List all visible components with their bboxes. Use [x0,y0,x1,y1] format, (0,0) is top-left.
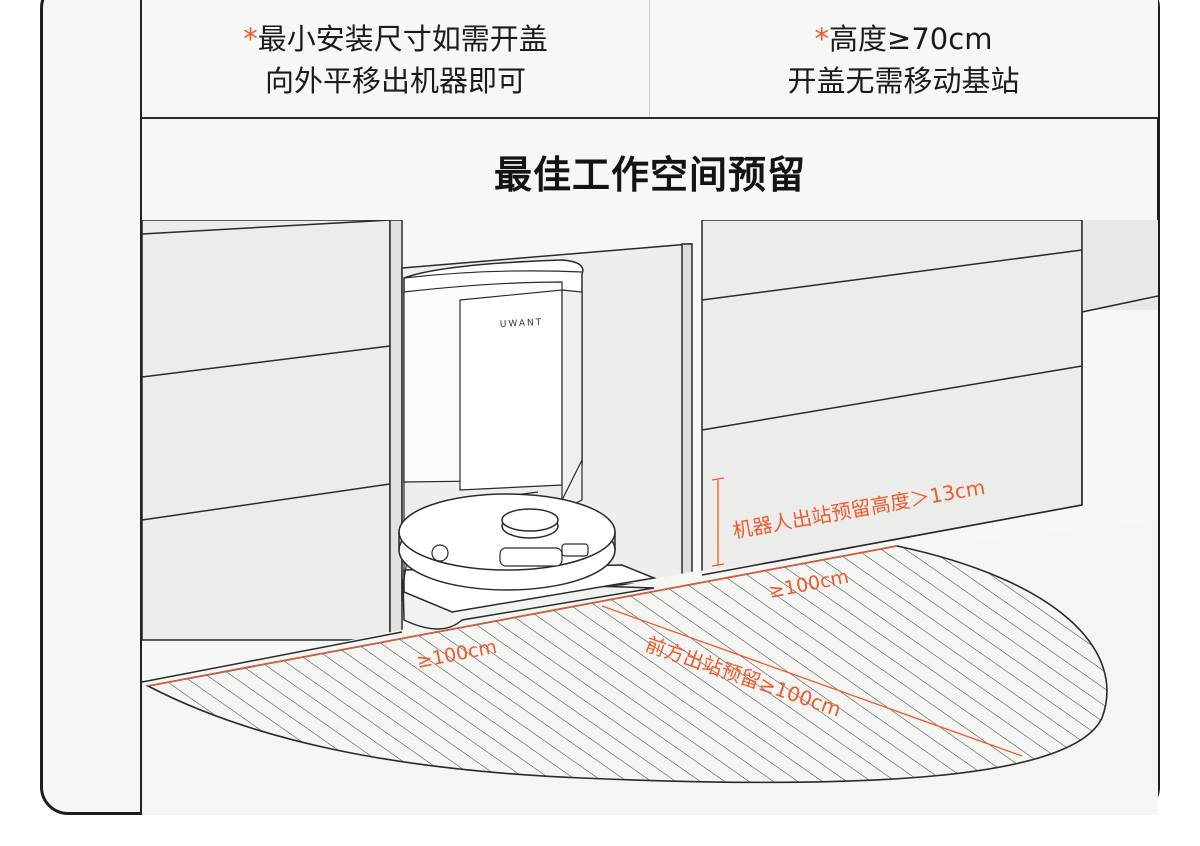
asterisk-right: * [814,22,830,56]
front-clearance-zone [145,545,1108,784]
column-divider [649,0,650,118]
height-marker [711,477,725,567]
left-cabinet [142,220,391,641]
min-install-line1: 最小安装尺寸如需开盖 [257,22,548,56]
min-install-line2: 向外平移出机器即可 [264,64,526,98]
height-line2: 开盖无需移动基站 [787,64,1020,98]
min-install-note: *最小安装尺寸如需开盖 向外平移出机器即可 [142,18,649,102]
installation-notes-row: *最小安装尺寸如需开盖 向外平移出机器即可 *高度≥70cm 开盖无需移动基站 [142,0,1158,118]
brand-logo: UWANT [500,318,544,330]
back-dimension-line [147,545,898,687]
workspace-illustration: UWANT 机器人出站预留高度＞13cm ≥100cm ≥100cm 前方出站预… [142,220,1158,815]
asterisk-left: * [243,22,258,56]
height-note: *高度≥70cm 开盖无需移动基站 [650,18,1157,102]
robot-vacuum [398,493,616,591]
row-rule [142,117,1158,119]
height-line1: 高度≥70cm [829,22,993,56]
left-rule [140,0,142,815]
front-dimension-line [601,605,1023,757]
section-title: 最佳工作空间预留 [493,153,806,197]
